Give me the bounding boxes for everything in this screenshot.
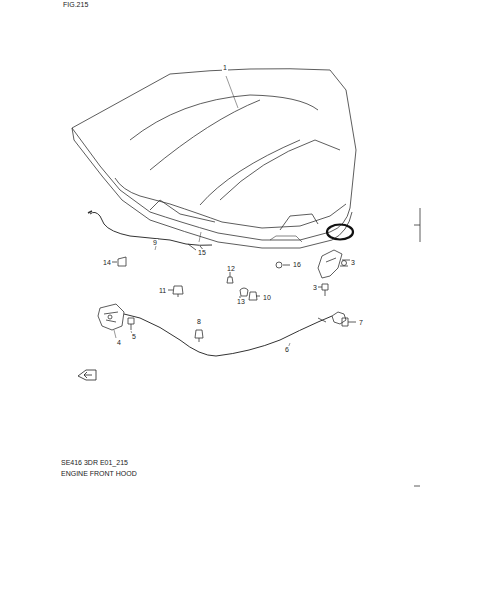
callout-number: 15	[197, 249, 207, 256]
callout-number: 1	[222, 64, 228, 71]
caption-text: ENGINE FRONT HOOD	[60, 470, 138, 477]
callout-number: 3	[350, 259, 356, 266]
callout-number: 7	[358, 319, 364, 326]
callout-number: 16	[292, 261, 302, 268]
callout-number: 12	[226, 265, 236, 272]
callout-number: 14	[102, 259, 112, 266]
callout-number: 9	[152, 239, 158, 246]
caption-text: SE416 3DR E01_215	[60, 459, 129, 466]
callout-number: 8	[196, 318, 202, 325]
callout-number: 4	[116, 339, 122, 346]
figure-number: FIG.215	[62, 1, 89, 8]
callout-number: 13	[236, 298, 246, 305]
callout-number: 3	[312, 284, 318, 291]
callout-number: 10	[262, 294, 272, 301]
callout-number: 11	[158, 287, 167, 294]
callout-number: 5	[131, 333, 137, 340]
callout-number: 6	[284, 346, 290, 353]
